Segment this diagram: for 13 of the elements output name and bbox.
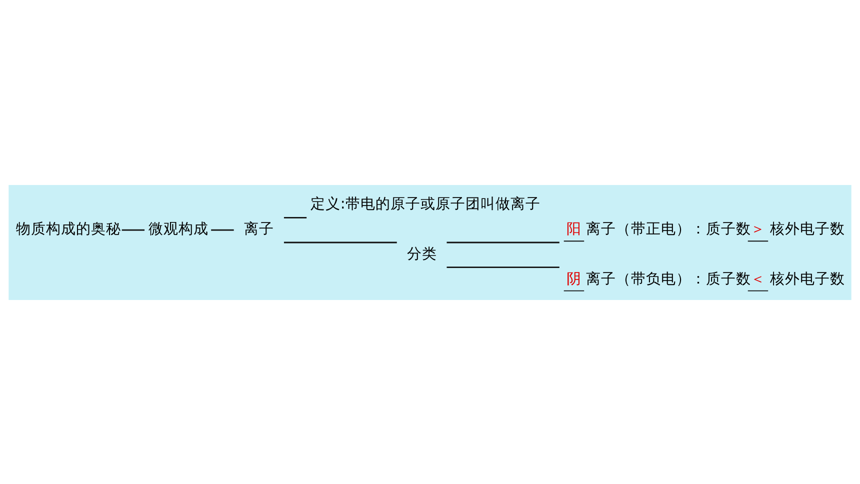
node-text: 微观构成 xyxy=(148,220,208,238)
connector xyxy=(446,241,560,243)
connector xyxy=(284,241,397,243)
connector xyxy=(122,228,145,230)
connector xyxy=(446,266,560,268)
node-text: 阴 离子（带负电）：质子数＜ 核外电子数 xyxy=(566,270,845,287)
node-text: 定义:带电的原子或原子团叫做离子 xyxy=(310,195,540,212)
connector xyxy=(284,216,307,218)
connector xyxy=(211,228,234,230)
node-text: 物质构成的奥秘 xyxy=(16,220,121,238)
node-text: 分类 xyxy=(407,244,437,262)
node-text: 离子 xyxy=(244,220,274,238)
node-text: 阳 离子（带正电）：质子数＞ 核外电子数 xyxy=(566,220,845,238)
